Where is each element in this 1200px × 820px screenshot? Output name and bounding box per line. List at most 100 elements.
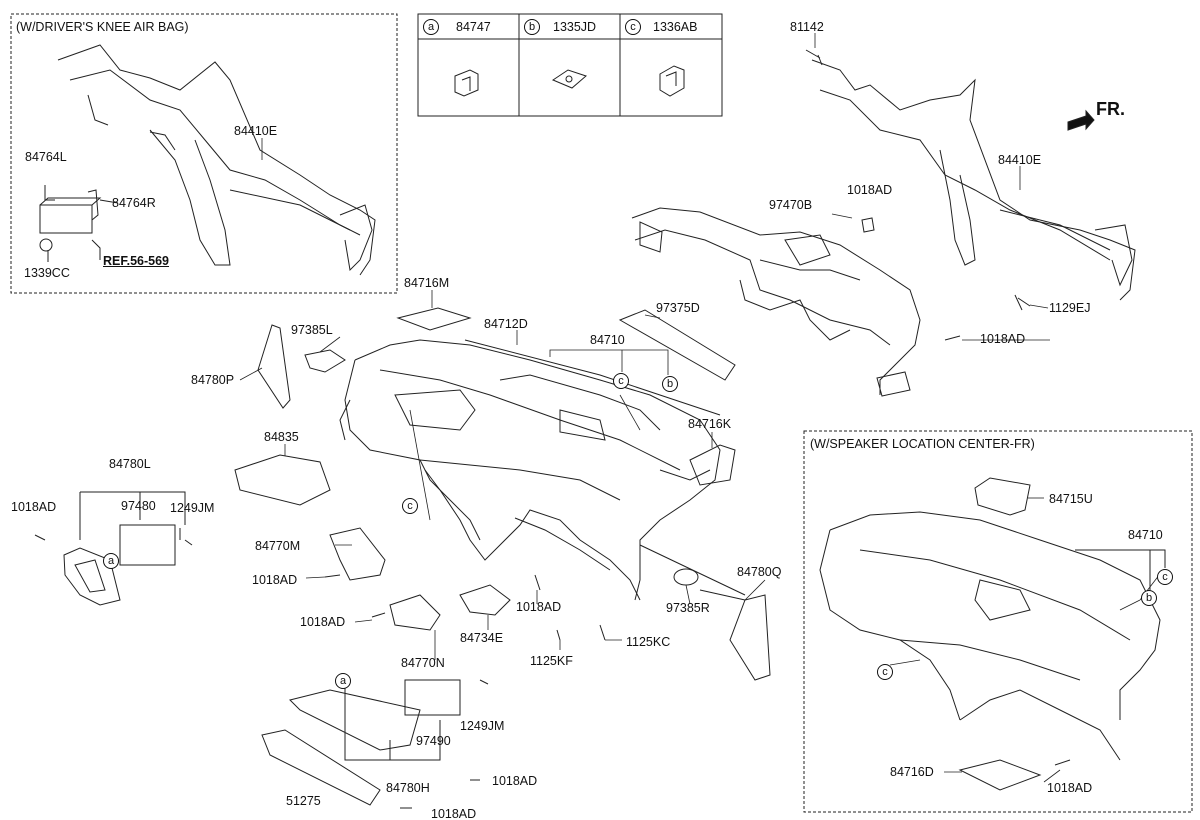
part-label: 97385L xyxy=(291,323,333,337)
part-label: 1018AD xyxy=(252,573,298,587)
part-label: 1249JM xyxy=(460,719,505,733)
crossbar-left xyxy=(57,44,376,276)
part-label: 84716K xyxy=(688,417,732,431)
bolt-1249JM-bottom xyxy=(479,679,489,685)
part-label: 97480 xyxy=(121,499,156,513)
bolt-1018AD-mid3 xyxy=(534,574,541,591)
bolt-81142 xyxy=(805,49,823,66)
part-label: 1018AD xyxy=(847,183,893,197)
pad-84835 xyxy=(234,454,331,506)
part-label: 51275 xyxy=(286,794,321,808)
panel-84780Q xyxy=(729,594,771,681)
part-label: 97375D xyxy=(656,301,700,315)
part-label: 84764L xyxy=(25,150,67,164)
crash-pad-main xyxy=(339,339,721,601)
part-label: 1018AD xyxy=(300,615,346,629)
legend-part-a: 84747 xyxy=(456,20,491,34)
bolt-1018AD-top xyxy=(861,217,875,233)
nut-1335JD-icon xyxy=(551,69,587,89)
crossbar-right xyxy=(811,59,1136,301)
part-label: 97470B xyxy=(769,198,813,212)
callout-c: c xyxy=(613,373,629,389)
part-label: 1018AD xyxy=(492,774,538,788)
legend-key-b: b xyxy=(524,19,540,35)
cover-84716K xyxy=(689,444,736,486)
ref-note: REF.56-569 xyxy=(103,254,170,268)
bracket-84764R xyxy=(87,189,99,221)
strip-84712D xyxy=(464,339,721,416)
speaker-frame xyxy=(803,430,1193,813)
bolt-1125KC xyxy=(599,624,606,641)
part-label: 84780H xyxy=(386,781,430,795)
part-label: 1125KC xyxy=(626,635,671,649)
part-label: 1018AD xyxy=(431,807,477,820)
cover-84715U xyxy=(974,477,1031,516)
part-label: 84710 xyxy=(590,333,625,347)
part-label: 84770M xyxy=(255,539,301,553)
callout-a: a xyxy=(335,673,351,689)
part-label: 1018AD xyxy=(1047,781,1093,795)
legend-key-c: c xyxy=(625,19,641,35)
pad-lower xyxy=(289,689,421,751)
part-label: 84716M xyxy=(404,276,450,290)
part-label: 81142 xyxy=(790,20,824,34)
frame-title-knee-airbag: (W/DRIVER'S KNEE AIR BAG) xyxy=(16,20,189,34)
grille-97385L xyxy=(304,349,346,373)
part-label: 84712D xyxy=(484,317,528,331)
part-label: 84780Q xyxy=(737,565,782,579)
part-label: 84716D xyxy=(890,765,934,779)
cover-51275 xyxy=(261,729,381,806)
bolt-1018AD-left xyxy=(34,534,46,541)
part-label: 97385R xyxy=(666,601,710,615)
callout-c: c xyxy=(402,498,418,514)
bolt-1018AD-br xyxy=(1054,759,1071,766)
bracket-84770M xyxy=(329,527,386,581)
part-label: 1018AD xyxy=(11,500,57,514)
clip-84747-icon xyxy=(454,69,479,97)
part-label: 84835 xyxy=(264,430,299,444)
bracket-84764L xyxy=(39,185,102,234)
callout-a: a xyxy=(103,553,119,569)
bolt-1018AD-mid xyxy=(324,574,341,578)
bolt-1125KF xyxy=(556,629,561,641)
crash-pad-speaker xyxy=(819,511,1161,761)
part-label: 84410E xyxy=(234,124,278,138)
cover-84716M xyxy=(396,307,472,331)
part-label: 1129EJ xyxy=(1049,301,1091,315)
callout-b: b xyxy=(1141,590,1157,606)
vent-97480 xyxy=(119,524,176,566)
part-label: 84780P xyxy=(191,373,235,387)
part-label: 97490 xyxy=(416,734,451,748)
knee-airbag-frame xyxy=(10,13,398,294)
frame-title-speaker: (W/SPEAKER LOCATION CENTER-FR) xyxy=(810,437,1035,451)
garnish-84780L xyxy=(63,547,121,606)
clip-1336AB-icon xyxy=(659,65,685,97)
bolt-1129EJ xyxy=(1014,294,1031,311)
bolt-1018AD-mid2 xyxy=(371,612,386,618)
bolt-1018AD-r1 xyxy=(944,335,961,341)
cover-84716D xyxy=(958,759,1042,791)
part-label: 1018AD xyxy=(516,600,562,614)
part-label: 84410E xyxy=(998,153,1042,167)
callout-c: c xyxy=(1157,569,1173,585)
part-label: 1339CC xyxy=(24,266,70,280)
vent-97490 xyxy=(404,679,461,716)
front-direction-label: FR. xyxy=(1096,99,1125,119)
air-duct-97470B xyxy=(631,207,921,397)
part-label: 1249JM xyxy=(170,501,215,515)
callout-c: c xyxy=(877,664,893,680)
part-label: 84710 xyxy=(1128,528,1163,542)
panel-84780P xyxy=(257,324,291,409)
part-label: 1018AD xyxy=(980,332,1026,346)
part-label: 1125KF xyxy=(530,654,573,668)
part-label: 84764R xyxy=(112,196,156,210)
legend-key-a: a xyxy=(423,19,439,35)
legend-part-c: 1336AB xyxy=(653,20,698,34)
bracket-84770N xyxy=(389,594,441,631)
bracket-84734E xyxy=(459,584,511,616)
part-label: 84780L xyxy=(109,457,151,471)
part-label: 84715U xyxy=(1049,492,1093,506)
callout-b: b xyxy=(662,376,678,392)
